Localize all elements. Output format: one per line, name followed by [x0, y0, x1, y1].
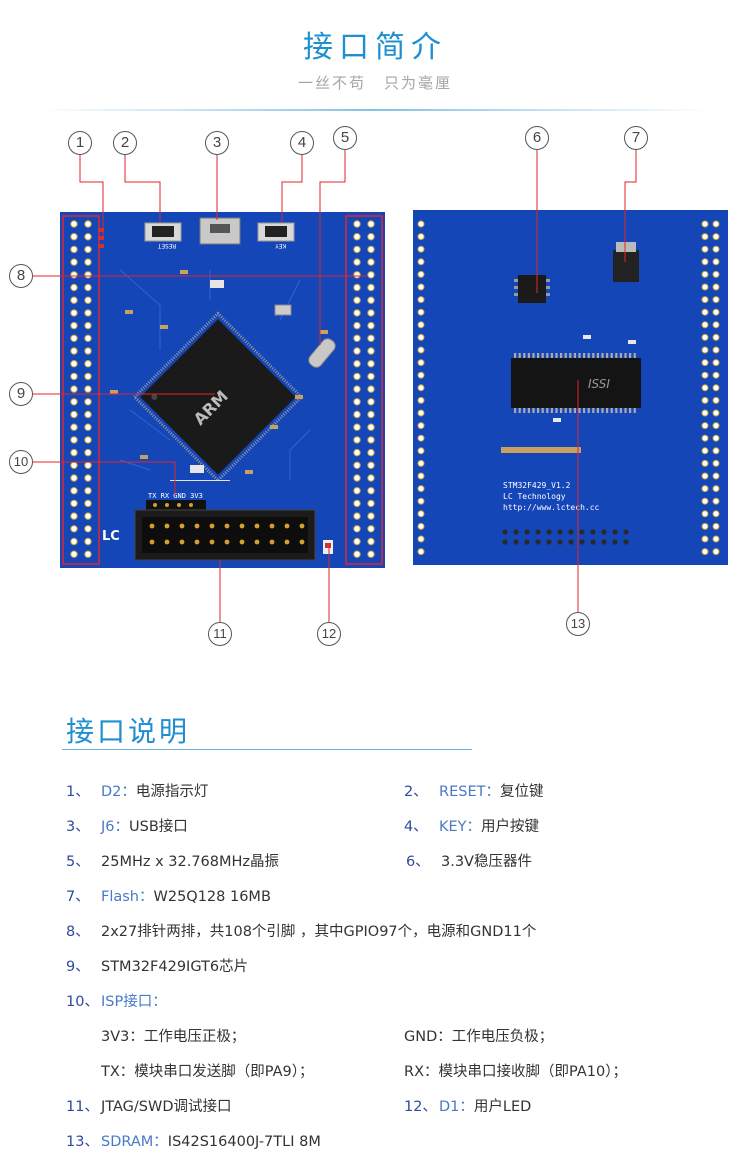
spec-description: 3.3V稳压器件: [441, 854, 532, 870]
spec-description: 复位键: [499, 784, 544, 800]
spec-item: 13、SDRAM：IS42S16400J-7TLI 8M: [66, 1130, 321, 1151]
spec-item: 10、ISP接口：: [66, 990, 167, 1011]
callout-4: 4: [290, 131, 314, 155]
callout-12: 12: [317, 622, 341, 646]
spec-separator: ：: [485, 784, 500, 800]
spec-item: 5、 25MHz x 32.768MHz晶振: [66, 850, 279, 871]
spec-number: 12、: [404, 1099, 437, 1115]
spec-item: 1、 D2：电源指示灯: [66, 780, 208, 801]
page-title: 接口简介: [303, 30, 447, 65]
spec-item: GND：工作电压负极；: [404, 1025, 553, 1046]
isp-silk-label: TX RX GND 3V3: [148, 492, 203, 500]
spec-item: 2、 RESET：复位键: [404, 780, 543, 801]
spec-term: ISP接口: [101, 994, 153, 1010]
page-subtitle: 一丝不苟只为毫厘: [0, 72, 750, 93]
callout-11: 11: [208, 622, 232, 646]
spec-separator: ：: [459, 1099, 474, 1115]
spec-term: SDRAM: [101, 1134, 154, 1150]
spec-description: 用户LED: [473, 1099, 532, 1115]
spec-description: GND：工作电压负极；: [404, 1029, 554, 1045]
callout-7: 7: [624, 126, 648, 150]
spec-item: 3V3：工作电压正极；: [101, 1025, 245, 1046]
spec-separator: ：: [114, 819, 130, 835]
spec-separator: ：: [153, 1134, 168, 1150]
spec-description: 用户按键: [481, 819, 540, 835]
callout-13: 13: [566, 612, 590, 636]
section-title: 接口说明: [66, 715, 191, 748]
spec-number: 4、: [404, 819, 428, 835]
callout-1: 1: [68, 131, 92, 155]
spec-item: RX：模块串口接收脚（即PA10）；: [404, 1060, 627, 1081]
subtitle-right: 只为毫厘: [384, 74, 453, 92]
board-name-silk: STM32F429_V1.2: [503, 481, 571, 490]
board-back-photo: ISSI STM32F429_V1.2 LC Technology http:/…: [413, 210, 728, 565]
lc-silk-mark: LC: [102, 529, 120, 544]
board-front-photo: RESET KEY ARM TX RX GND 3V3: [60, 210, 385, 570]
spec-item: 3、 J6：USB接口: [66, 815, 188, 836]
spec-description: USB接口: [129, 819, 188, 835]
spec-description: 电源指示灯: [135, 784, 209, 800]
spec-term: KEY: [439, 819, 467, 835]
spec-description: 3V3：工作电压正极；: [101, 1029, 246, 1045]
spec-description: RX：模块串口接收脚（即PA10）；: [404, 1064, 627, 1080]
spec-item: TX：模块串口发送脚（即PA9）；: [101, 1060, 314, 1081]
spec-description: W25Q128 16MB: [153, 889, 271, 905]
spec-number: 9、: [66, 959, 90, 975]
spec-term: J6: [101, 819, 115, 835]
spec-item: 7、 Flash：W25Q128 16MB: [66, 885, 271, 906]
spec-separator: ：: [121, 784, 136, 800]
spec-description: JTAG/SWD调试接口: [101, 1099, 232, 1115]
callout-leader-lines: [33, 149, 637, 622]
spec-item: 8、 2x27排针两排，共108个引脚 ，其中GPIO97个，电源和GND11个: [66, 920, 536, 941]
callout-3: 3: [205, 131, 229, 155]
sdram-marking: ISSI: [588, 377, 610, 391]
spec-separator: ：: [152, 994, 167, 1010]
key-silk-label: KEY: [275, 242, 286, 249]
callout-9: 9: [9, 382, 33, 406]
reset-silk-label: RESET: [158, 242, 176, 249]
spec-term: Flash: [101, 889, 139, 905]
spec-number: 5、: [66, 854, 90, 870]
spec-item: 4、 KEY：用户按键: [404, 815, 539, 836]
spec-description: STM32F429IGT6芯片: [101, 959, 249, 975]
spec-description: IS42S16400J-7TLI 8M: [167, 1134, 321, 1150]
callout-10: 10: [9, 450, 33, 474]
callout-5: 5: [333, 126, 357, 150]
spec-number: 1、: [66, 784, 90, 800]
spec-description: 2x27排针两排，共108个引脚 ，其中GPIO97个，电源和GND11个: [101, 924, 537, 940]
spec-separator: ：: [139, 889, 154, 905]
spec-description: TX：模块串口发送脚（即PA9）；: [101, 1064, 314, 1080]
spec-number: 8、: [66, 924, 90, 940]
spec-number: 13、: [66, 1134, 99, 1150]
callout-6: 6: [525, 126, 549, 150]
spec-number: 7、: [66, 889, 90, 905]
spec-item: 6、 3.3V稳压器件: [406, 850, 532, 871]
header-divider: [40, 109, 710, 111]
spec-item: 9、 STM32F429IGT6芯片: [66, 955, 248, 976]
spec-term: RESET: [439, 784, 486, 800]
spec-item: 11、JTAG/SWD调试接口: [66, 1095, 232, 1116]
callout-2: 2: [113, 131, 137, 155]
spec-item: 12、D1：用户LED: [404, 1095, 531, 1116]
spec-number: 3、: [66, 819, 90, 835]
spec-term: D1: [439, 1099, 460, 1115]
url-silk: http://www.lctech.cc: [503, 503, 600, 512]
company-silk: LC Technology: [503, 492, 566, 501]
spec-number: 10、: [66, 994, 99, 1010]
spec-number: 2、: [404, 784, 428, 800]
spec-description: 25MHz x 32.768MHz晶振: [101, 854, 280, 870]
spec-number: 6、: [406, 854, 430, 870]
spec-separator: ：: [466, 819, 482, 835]
section-divider: [62, 749, 472, 750]
subtitle-left: 一丝不苟: [297, 74, 366, 92]
spec-number: 11、: [66, 1099, 99, 1115]
spec-term: D2: [101, 784, 122, 800]
callout-8: 8: [9, 264, 33, 288]
